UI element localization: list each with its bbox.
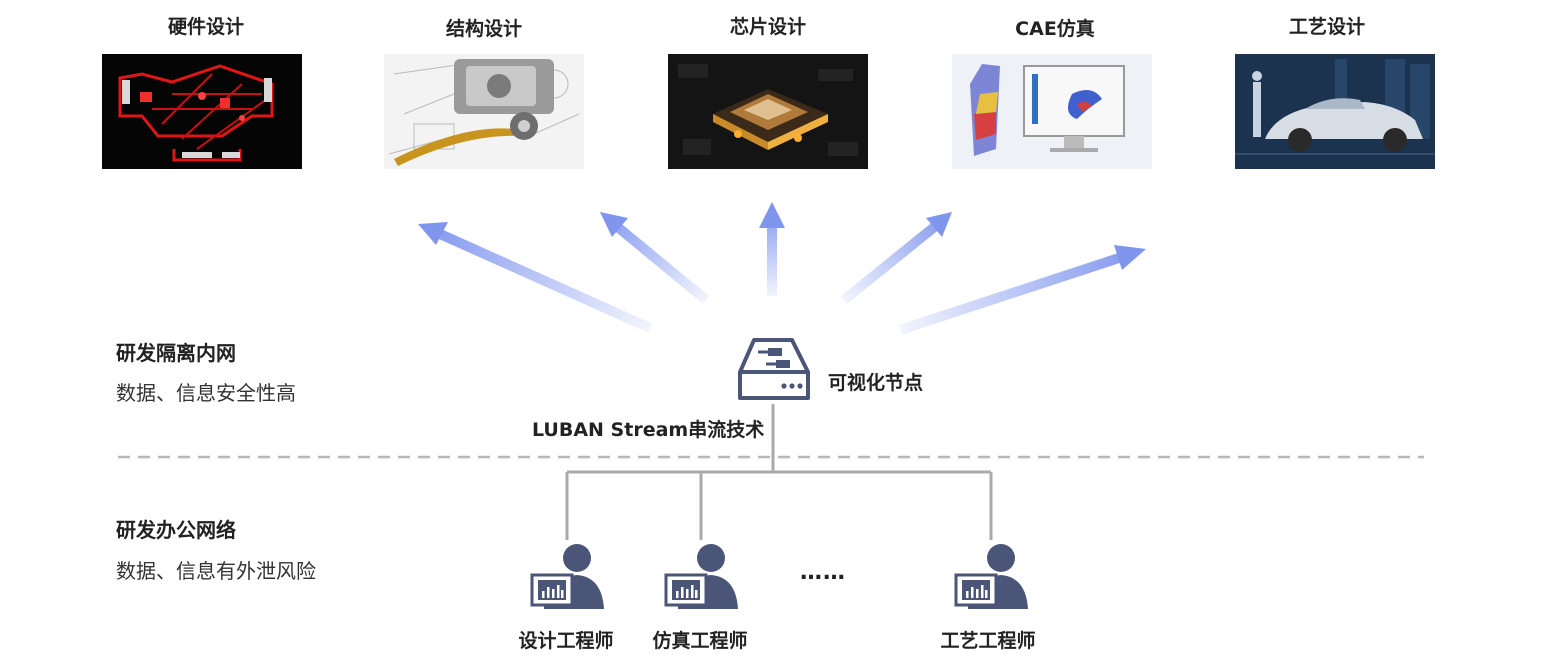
- structure-design-image: [384, 54, 584, 169]
- office-network-desc: 数据、信息有外泄风险: [116, 559, 316, 583]
- network-lines: [565, 404, 993, 540]
- engineer-label-simulation: 仿真工程师: [652, 630, 748, 652]
- category-label-chip: 芯片设计: [729, 16, 806, 38]
- category-label-process: 工艺设计: [1288, 16, 1365, 38]
- internal-network-title: 研发隔离内网: [116, 341, 236, 365]
- engineer-simulation-icon: [664, 544, 738, 609]
- hardware-pcb-image: [102, 54, 302, 169]
- arrow-to-process: [898, 245, 1146, 335]
- arrow-to-cae: [840, 212, 952, 304]
- arrow-to-structure: [600, 212, 710, 304]
- internal-network-desc: 数据、信息安全性高: [116, 381, 296, 405]
- office-network-title: 研发办公网络: [116, 518, 236, 542]
- engineer-label-process: 工艺工程师: [940, 630, 1036, 652]
- visual-node-label: 可视化节点: [828, 372, 924, 394]
- process-design-image: [1235, 54, 1435, 169]
- engineer-process-icon: [954, 544, 1028, 609]
- arrow-to-hardware: [418, 222, 653, 333]
- engineer-label-design: 设计工程师: [518, 630, 614, 652]
- category-label-cae: CAE仿真: [1015, 18, 1095, 40]
- category-label-structure: 结构设计: [445, 18, 522, 40]
- more-engineers-ellipsis: ……: [800, 560, 846, 585]
- category-label-hardware: 硬件设计: [167, 16, 244, 38]
- stream-tech-label: LUBAN Stream串流技术: [532, 419, 765, 441]
- server-node-icon: [738, 338, 810, 400]
- arrow-to-chip: [759, 202, 785, 296]
- chip-design-image: [668, 54, 868, 169]
- cae-simulation-image: [952, 54, 1152, 169]
- engineer-design-icon: [530, 544, 604, 609]
